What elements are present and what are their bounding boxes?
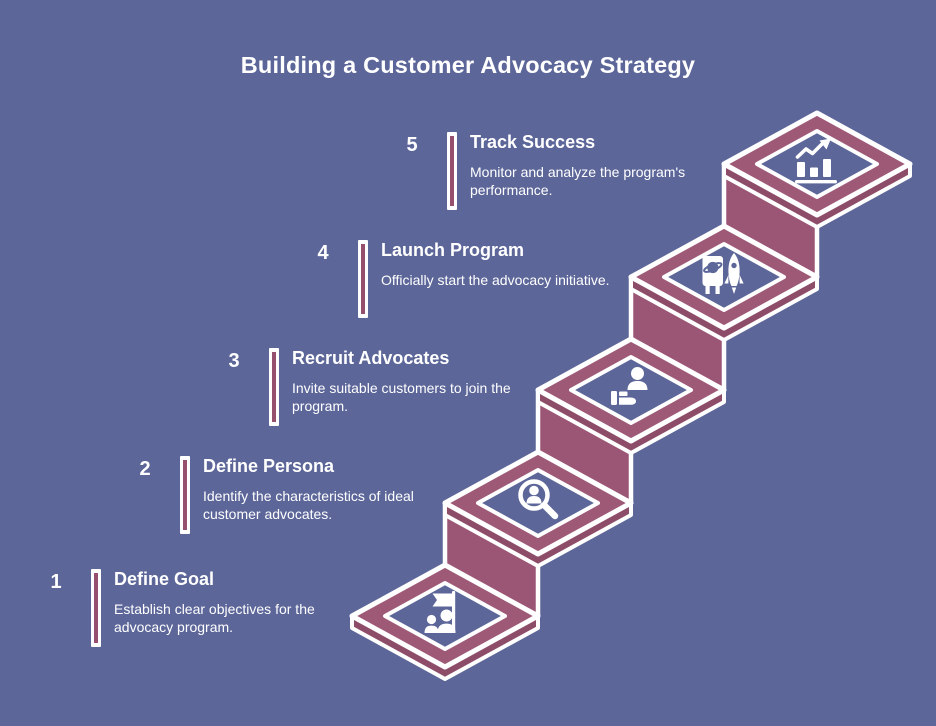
persona-search-icon	[518, 479, 559, 520]
step-block-5: 5 Track Success Monitor and analyze the …	[390, 132, 722, 210]
step-description: Monitor and analyze the program's perfor…	[470, 163, 686, 198]
step-text: Recruit Advocates Invite suitable custom…	[292, 348, 544, 415]
step-tile-2	[442, 449, 634, 619]
step-text: Define Persona Identify the characterist…	[203, 456, 455, 523]
step-text: Launch Program Officially start the advo…	[381, 240, 633, 289]
step-block-1: 1 Define Goal Establish clear objectives…	[34, 569, 366, 647]
recruit-hand-icon	[611, 367, 648, 405]
step-description: Establish clear objectives for the advoc…	[114, 600, 315, 635]
growth-chart-icon	[795, 138, 837, 184]
step-accent-bar	[180, 456, 190, 534]
step-description: Identify the characteristics of ideal cu…	[203, 487, 414, 522]
step-title: Define Persona	[203, 456, 335, 476]
step-number: 1	[50, 571, 62, 593]
step-description: Invite suitable customers to join the pr…	[292, 379, 511, 414]
step-title: Recruit Advocates	[292, 348, 450, 368]
goal-flag-icon	[424, 591, 456, 633]
step-number: 2	[139, 458, 151, 480]
step-tile-4	[628, 223, 820, 393]
accent-bar-stripe	[361, 244, 365, 314]
step-block-3: 3 Recruit Advocates Invite suitable cust…	[212, 348, 544, 426]
stair-top-face	[755, 129, 879, 199]
step-number: 5	[406, 134, 418, 156]
step-tile-1	[349, 562, 541, 681]
step-accent-bar	[447, 132, 457, 210]
page-title: Building a Customer Advocacy Strategy	[240, 52, 696, 78]
step-accent-bar	[269, 348, 279, 426]
accent-bar-stripe	[272, 352, 276, 422]
step-title: Launch Program	[381, 240, 525, 260]
step-text: Track Success Monitor and analyze the pr…	[470, 132, 722, 199]
step-title: Define Goal	[114, 569, 215, 589]
step-block-2: 2 Define Persona Identify the characteri…	[123, 456, 455, 534]
step-tile-5	[721, 110, 913, 280]
step-tile-3	[535, 336, 727, 506]
accent-bar-stripe	[94, 573, 98, 643]
step-accent-bar	[358, 240, 368, 318]
step-block-4: 4 Launch Program Officially start the ad…	[301, 240, 633, 318]
rocket-launch-icon	[702, 253, 744, 294]
accent-bar-stripe	[183, 460, 187, 530]
step-number: 3	[228, 350, 240, 372]
step-number: 4	[317, 242, 329, 264]
stair-top-face	[662, 242, 786, 312]
step-accent-bar	[91, 569, 101, 647]
step-title: Track Success	[470, 132, 596, 152]
step-description: Officially start the advocacy initiative…	[381, 271, 610, 288]
accent-bar-stripe	[450, 136, 454, 206]
step-text: Define Goal Establish clear objectives f…	[114, 569, 366, 636]
